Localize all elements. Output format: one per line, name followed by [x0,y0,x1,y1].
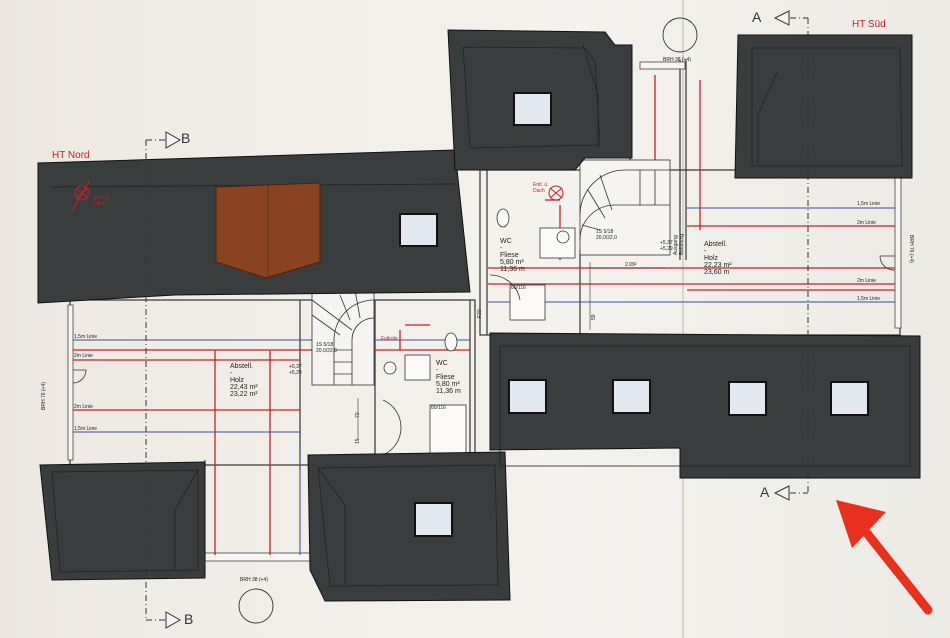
section-b-bottom: B [184,611,194,627]
ausgang-label: Ausgang Belüftung [673,233,685,255]
line-label: 2m Linie [857,220,876,226]
ht-nord-label: HT Nord [52,150,90,161]
skylights [399,92,869,537]
heating-lines [73,75,895,555]
section-a-top: A [752,9,762,25]
room-area: 5,80 m² [436,381,460,388]
room-area: 22,23 m² [704,262,732,269]
skylight [728,381,767,416]
skylight [508,379,547,414]
annotation-arrow [836,500,933,615]
room-area: 5,80 m² [500,259,524,266]
skylight [399,213,438,247]
dim-15: 15 [355,438,361,444]
ht-sud-label: HT Süd [852,19,886,30]
level-left-label: +5,37 +5,29 [289,364,302,376]
level-right-label: +5,37 +5,29 [660,240,673,252]
room-sep: - [436,367,439,374]
room-perimeter: 11,36 m [500,266,525,273]
line-label: 1,5m Linie [74,334,98,340]
section-arrows [165,10,790,629]
line-label: 1,5m Linie [857,201,881,207]
stairs-right [579,159,671,256]
stair-right-label: 1S 5/18 20,0/22,0 [596,229,617,241]
fallrohr-label: Fallrohr [381,336,398,342]
p30-label: F30 [477,309,483,318]
room-abstell-right: Abstell. - Holz 22,23 m² 23,60 m [704,241,732,276]
skylight [414,502,453,537]
sink-right-label: 80/116 [511,285,526,291]
vent-symbols [71,179,564,211]
vent-label-left: Entl. ü. Dach [94,195,110,207]
line-label: 2m Linie [74,353,93,359]
bottom-circle [238,588,274,624]
room-area: 22,43 m² [230,384,258,391]
room-sep: - [704,248,707,255]
stairs-left [311,284,375,386]
section-lines [145,17,809,621]
top-circle [662,17,698,53]
room-abstell-left: Abstell. - Holz 22,43 m² 23,22 m² [230,363,258,398]
line-label: 2m Linie [857,278,876,284]
brh-bottom-label: BRH 38 (+4) [240,577,268,583]
skylight [513,92,552,126]
sink-left-label: 80/116 [431,405,446,411]
room-sep: - [500,245,503,252]
brh-left-label: BRH 76 (+4) [41,382,47,410]
room-name: Abstell. [230,363,253,370]
room-name: WC [436,360,448,367]
room-floor: Fliese [500,252,519,259]
dim-209: 2.09² [625,262,637,268]
brh-top-label: BRH 38 (+4) [663,57,691,63]
room-perimeter: 23,60 m [704,269,730,276]
room-floor: Fliese [436,374,455,381]
brh-right-label: BRH 76 (+4) [908,235,914,263]
line-label: 2m Linie [74,404,93,410]
room-wc-left: WC - Fliese 5,80 m² 11,36 m [436,360,461,395]
skylight [612,379,651,414]
vent-label-right: Entl. ü. Dach [533,182,549,194]
skylight [830,381,869,416]
room-floor: Holz [230,377,245,384]
room-perimeter: 11,36 m [436,388,461,395]
room-floor: Holz [704,255,719,262]
section-a-bottom: A [760,484,770,500]
line-label: 1,5m Linie [857,296,881,302]
line-label: 1,5m Linie [74,426,98,432]
section-b-top: B [181,130,191,146]
room-sep: - [230,370,233,377]
dimension-lines [357,262,665,440]
room-perimeter: 23,22 m² [230,391,258,398]
stair-left-label: 1S 5/18 20,0/22,0 [316,342,337,354]
room-name: Abstell. [704,241,727,248]
room-name: WC [500,238,512,245]
dim-70: 70 [355,412,361,418]
room-wc-right: WC - Fliese 5,80 m² 11,36 m [500,238,525,273]
dim-59: 59 [591,314,597,320]
fixtures [72,208,896,456]
